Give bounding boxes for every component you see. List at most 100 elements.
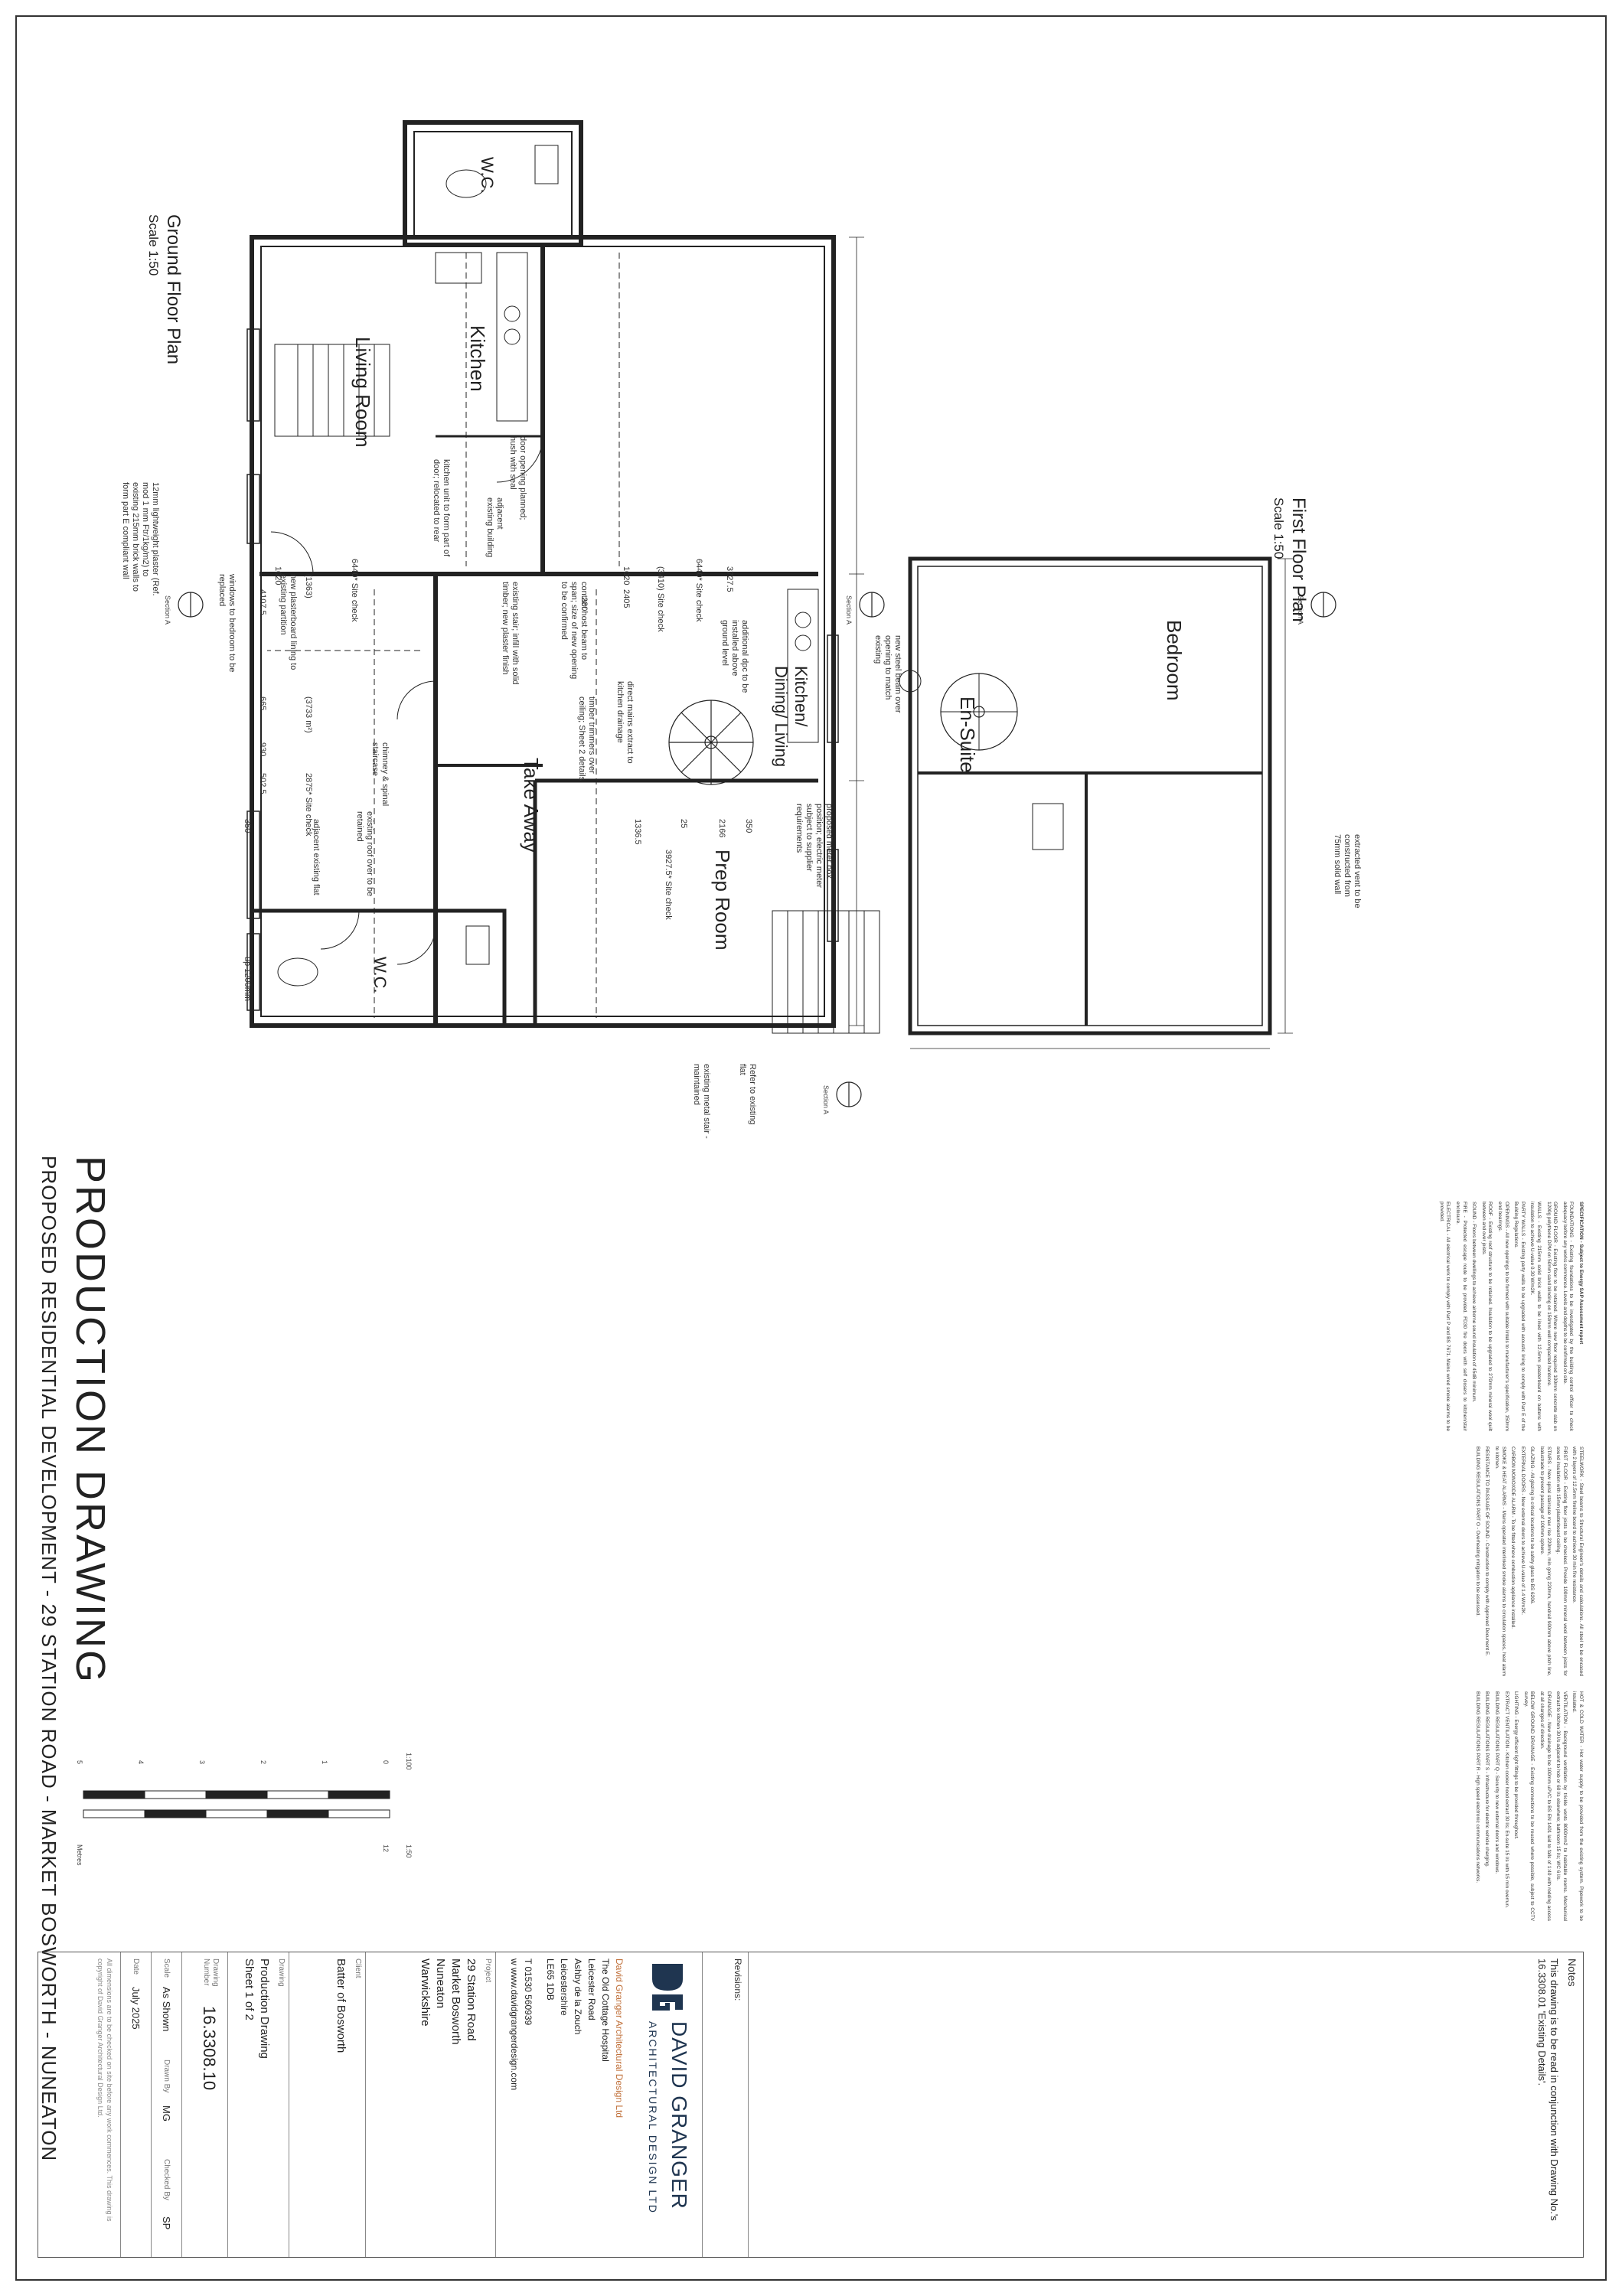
scale-tick: 0 — [382, 1760, 390, 1765]
project-line: Warwickshire — [419, 1958, 432, 2027]
plan-note: timber trimmers over ceiling; Sheet 2 de… — [577, 696, 596, 781]
dimension-label: 350 — [744, 819, 753, 833]
date-section: Date July 2025 — [121, 1952, 152, 2257]
checked-by-label: Checked By — [162, 2159, 171, 2200]
plan-note: existing metal stair - maintained — [692, 1064, 711, 1139]
project-line: Market Bosworth — [449, 1958, 462, 2045]
company-name: DAVID GRANGER — [667, 2021, 691, 2210]
dimension-label: 1020 — [273, 566, 282, 585]
company-telephone: T 01530 560939 — [523, 1958, 534, 2026]
company-address-line: The Old Cottage Hospital — [600, 1958, 611, 2062]
room-label-prep-room: Prep Room — [711, 850, 734, 951]
spec-paragraph: HOT & COLD WATER - Hot water supply to b… — [1571, 1691, 1584, 1921]
floor-plans — [178, 120, 1336, 1107]
spec-paragraph: EXTERNAL DOORS - New external doors to a… — [1519, 1446, 1526, 1616]
scale-ratio: 1:100 — [405, 1753, 413, 1770]
spec-paragraph: SOUND - Floors between dwellings to achi… — [1471, 1202, 1477, 1403]
dimension-label: 280 — [579, 597, 589, 612]
spec-paragraph: STEELWORK - Steel beams to Structural En… — [1571, 1446, 1584, 1676]
plan-note: existing roof over to be retained — [355, 811, 374, 897]
project-line: Nuneaton — [434, 1958, 447, 2009]
scale-ratio: 1:50 — [405, 1844, 413, 1858]
drawing-sheet: Section A Section A Section A Section A … — [7, 8, 1614, 2288]
drawing-number: 16.3308.10 — [200, 2006, 219, 2091]
first-floor-walls — [772, 556, 1293, 1049]
client-label: Client — [354, 1958, 362, 1978]
dimension-label: 1336.5 — [633, 819, 642, 845]
dimension-label: 665 — [258, 696, 267, 711]
spec-paragraph: ROOF - Existing roof structure to be ret… — [1480, 1202, 1493, 1431]
room-label-kitchen-dining-living: Kitchen/ Dining/ Living — [772, 666, 811, 768]
spec-paragraph: BUILDING REGULATIONS PART Q - Security t… — [1494, 1691, 1500, 1874]
spec-paragraph: SMOKE & HEAT ALARMS - Mains operated int… — [1494, 1446, 1506, 1676]
plan-note: chimney & spinal staircase — [370, 742, 390, 807]
specification-column-2: STEELWORK - Steel beams to Structural En… — [145, 1446, 1584, 1676]
plan-note: 12mm lightweight plaster (Ref. mod 1 mm … — [121, 482, 160, 596]
company-website[interactable]: w www.davidgrangerdesign.com — [509, 1958, 520, 2091]
scale-tick: 5 — [76, 1760, 83, 1765]
plan-note: adjacent existing building — [485, 497, 504, 558]
section-marker: Section A — [845, 595, 853, 625]
drawing-number-section: Drawing Number 16.3308.10 — [182, 1952, 228, 2257]
project-section: Project 29 Station Road Market Bosworth … — [366, 1952, 496, 2257]
plan-note: existing stair; infill with solid timber… — [501, 582, 520, 685]
revisions-label: Revisions: — [733, 1958, 743, 2001]
spec-paragraph: LIGHTING - Energy efficient light fittin… — [1513, 1691, 1519, 1840]
company-address-line: LE65 1DB — [545, 1958, 556, 2001]
dimension-label: 1020 — [622, 566, 631, 585]
dimension-label: 25 — [679, 819, 688, 829]
dimension-label: 6440* Site check — [350, 559, 359, 622]
company-section: DAVID GRANGER ARCHITECTURAL DESIGN LTD D… — [419, 1952, 703, 2257]
dimension-label: up 1200mm — [243, 957, 252, 1002]
dimension-label: 2875* Site check — [304, 773, 313, 837]
copyright-section: All dimensions are to be checked on site… — [37, 1952, 121, 2257]
copyright-text: All dimensions are to be checked on site… — [96, 1958, 113, 2222]
scale-tick: 1 — [321, 1760, 328, 1765]
checked-by-value: SP — [161, 2216, 172, 2230]
spec-paragraph: EXTRACT VENTILATION - Kitchen cooker hoo… — [1503, 1691, 1509, 1908]
dimension-label: (3733 m²) — [304, 696, 313, 733]
spec-paragraph: FOUNDATIONS - Existing foundations to be… — [1562, 1202, 1575, 1431]
client-section: Client Batter of Bosworth — [320, 1952, 366, 2257]
plan-note: new steel beam over opening to match exi… — [873, 635, 902, 713]
scale-tick: 2 — [259, 1760, 267, 1765]
spec-paragraph: RESISTANCE TO PASSAGE OF SOUND - Constru… — [1484, 1446, 1490, 1657]
spec-paragraph: BUILDING REGULATIONS PART S - Infrastruc… — [1484, 1691, 1490, 1867]
notes-heading: Notes — [1566, 1958, 1578, 1987]
plan-note: proposed meter box position; electric me… — [795, 804, 834, 889]
drawn-by-value: MG — [161, 2105, 172, 2122]
dimension-label: 6440* Site check — [694, 559, 703, 622]
plan-note: additional dpc to be installed above gro… — [720, 620, 749, 693]
company-address-line: Ashby de la Zouch — [573, 1958, 583, 2035]
ground-floor-walls — [246, 120, 839, 1028]
plan-note: Refer to existing flat — [738, 1064, 757, 1125]
spec-paragraph: FIRST FLOOR - Existing floor joists to b… — [1555, 1446, 1568, 1676]
company-address-line: David Granger Architectural Design Ltd — [614, 1958, 625, 2118]
plan-scale-text: Scale 1:50 — [1271, 497, 1286, 559]
drawn-by-label: Drawn By — [162, 2060, 171, 2093]
notes-text: This drawing is to be read in conjunctio… — [1536, 1958, 1560, 2221]
plan-title-text: First Floor Plan — [1288, 497, 1309, 622]
scale-top-value: 12 — [382, 1844, 390, 1853]
spec-paragraph: STAIRS - New spiral staircase max rise 2… — [1539, 1446, 1552, 1676]
spec-paragraph: GLAZING - All glazing in critical locati… — [1529, 1446, 1536, 1605]
revisions-section: Revisions: — [703, 1952, 749, 2257]
specification-heading: SPECIFICATION - Subject to Energy SAP As… — [1578, 1202, 1584, 1345]
dimension-label: (3410) Site check — [656, 566, 665, 632]
company-address-line: Leicester Road — [586, 1958, 597, 2020]
spec-paragraph: BELOW GROUND DRAINAGE - Existing connect… — [1522, 1691, 1536, 1921]
room-label-en-suite: En-Suite — [956, 696, 979, 773]
project-line: 29 Station Road — [465, 1958, 478, 2041]
drawing-sheet-number: Sheet 1 of 2 — [243, 1958, 256, 2020]
company-logo — [652, 1964, 683, 2011]
scale-unit: Metres — [76, 1844, 83, 1866]
project-label: Project — [484, 1958, 492, 1983]
dimension-label: 502.5 — [258, 773, 267, 794]
specification-column-1: SPECIFICATION - Subject to Energy SAP As… — [145, 1202, 1584, 1431]
dimension-label: 4107.5 — [258, 589, 267, 615]
spec-paragraph: CARBON MONOXIDE ALARM - To be fitted whe… — [1510, 1446, 1516, 1629]
section-marker: Section A — [164, 595, 171, 625]
spec-paragraph: PARTY WALLS - Existing party walls to be… — [1513, 1202, 1526, 1431]
plan-note: new plasterboard lining to existing part… — [279, 574, 298, 670]
scale-tick: 3 — [198, 1760, 206, 1765]
